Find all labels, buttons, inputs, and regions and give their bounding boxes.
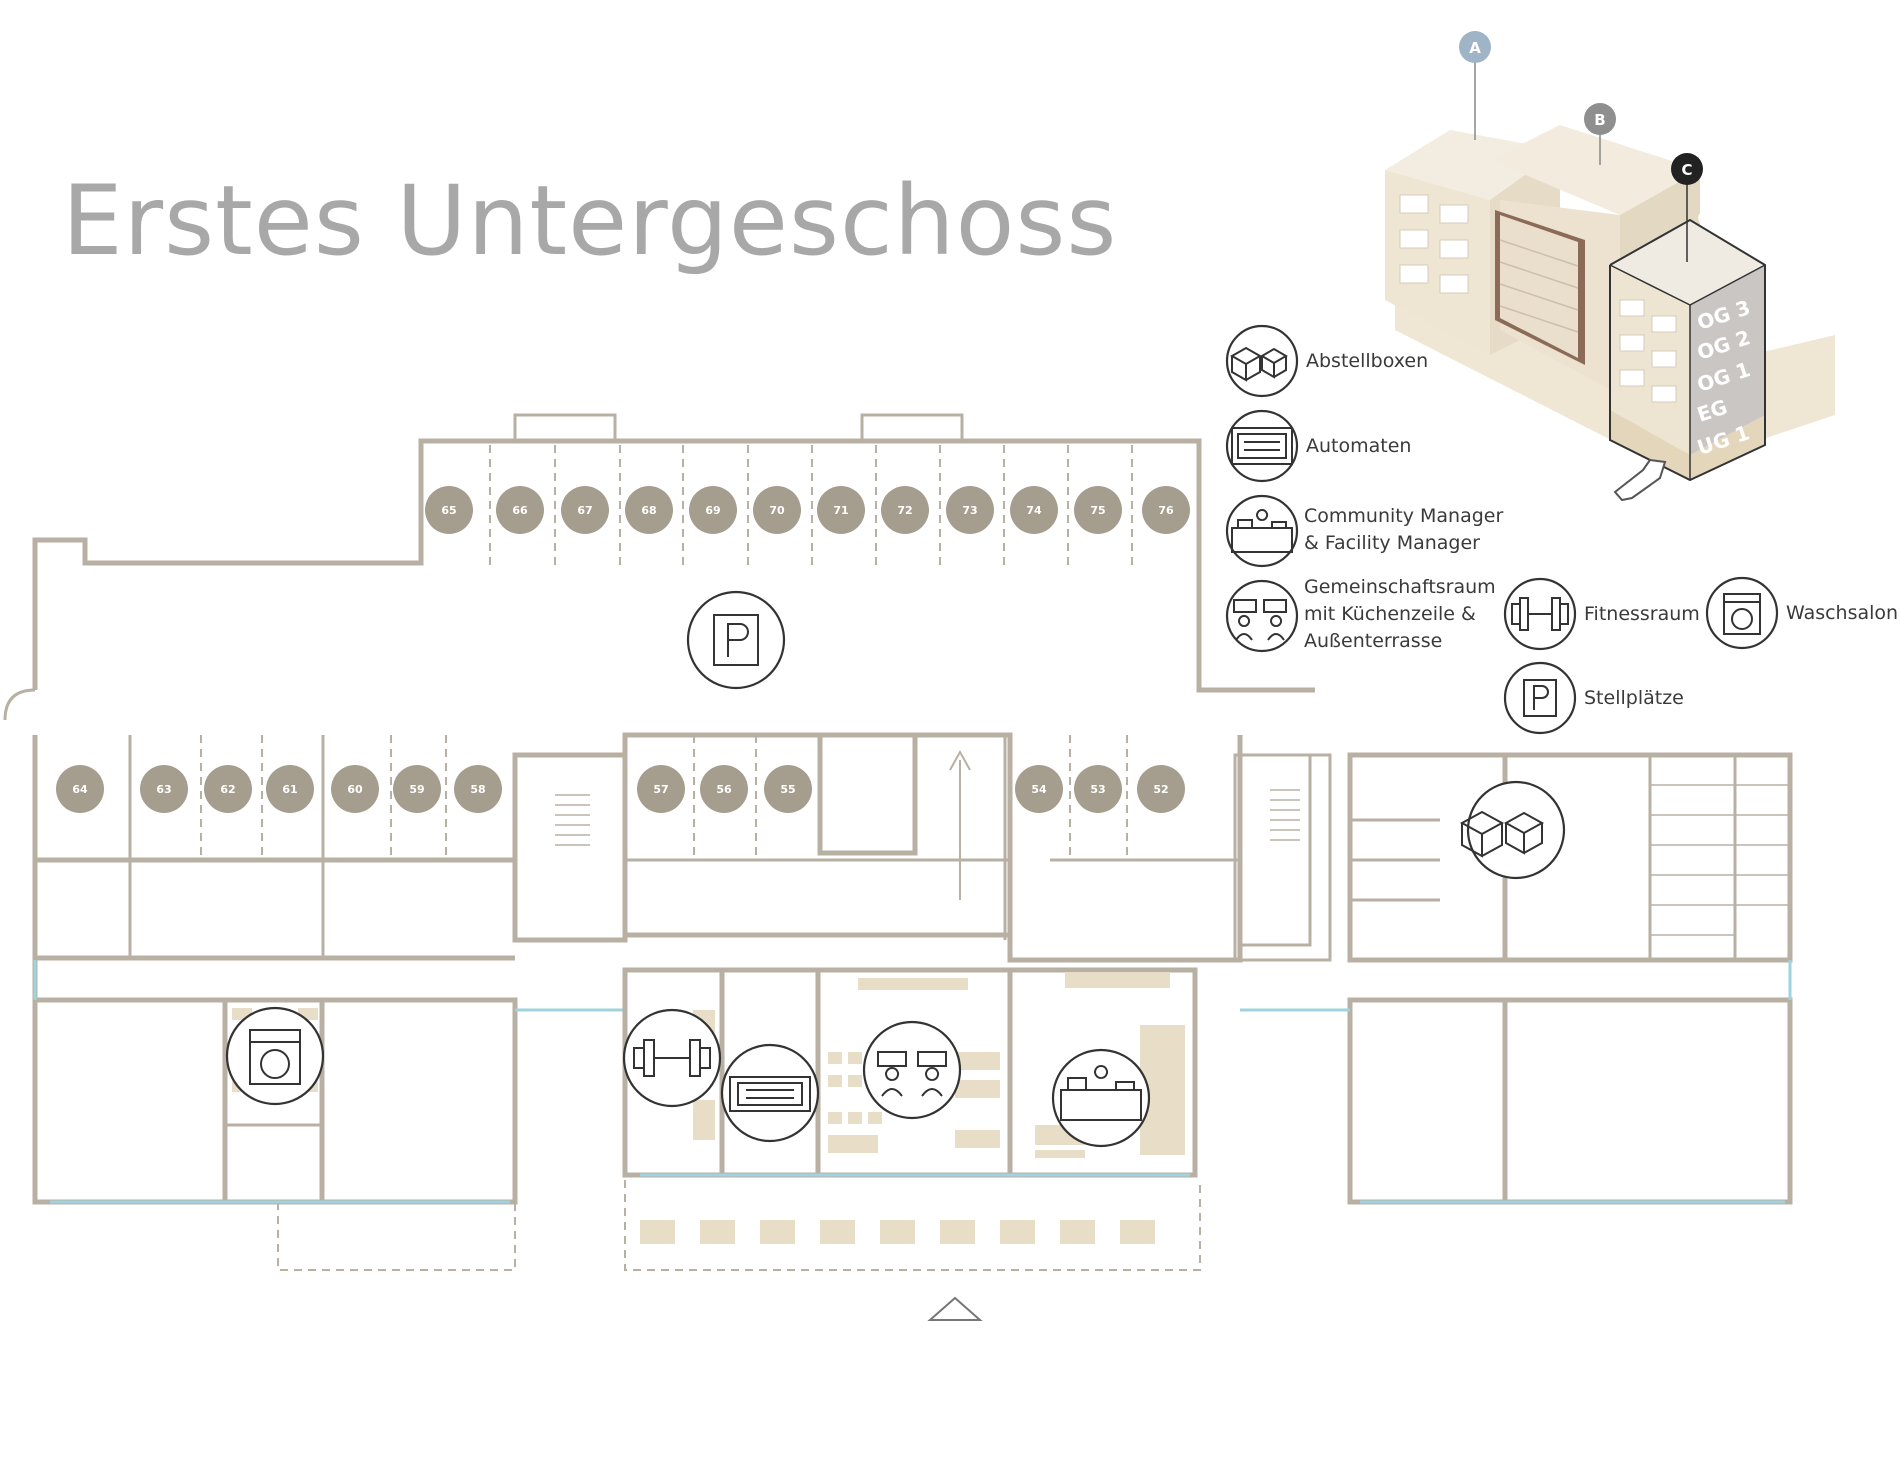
map-icon-parking[interactable] xyxy=(686,590,786,690)
parking-spot[interactable]: 52 xyxy=(1137,765,1185,813)
parking-spot[interactable]: 54 xyxy=(1015,765,1063,813)
parking-spot[interactable]: 56 xyxy=(700,765,748,813)
svg-text:53: 53 xyxy=(1090,783,1105,796)
parking-spot[interactable]: 76 xyxy=(1142,486,1190,534)
legend-item-fitnessraum: Fitnessraum xyxy=(1503,577,1700,651)
svg-text:74: 74 xyxy=(1026,504,1042,517)
svg-text:58: 58 xyxy=(470,783,485,796)
svg-text:52: 52 xyxy=(1153,783,1168,796)
legend-label-waschsalon: Waschsalon xyxy=(1786,602,1898,624)
legend-label-gemeinschaft-1: Gemeinschaftsraum xyxy=(1304,576,1496,598)
map-icon-laundry[interactable] xyxy=(225,1006,325,1106)
parking-spot[interactable]: 75 xyxy=(1074,486,1122,534)
parking-spot[interactable]: 73 xyxy=(946,486,994,534)
legend-label-gemeinschaft-2: mit Küchenzeile & xyxy=(1304,603,1476,625)
svg-text:55: 55 xyxy=(780,783,795,796)
parking-spot[interactable]: 62 xyxy=(204,765,252,813)
parking-spot[interactable]: 65 xyxy=(425,486,473,534)
svg-text:69: 69 xyxy=(705,504,720,517)
svg-text:76: 76 xyxy=(1158,504,1174,517)
svg-text:67: 67 xyxy=(577,504,592,517)
svg-text:66: 66 xyxy=(512,504,528,517)
marker-label-b: B xyxy=(1594,111,1605,129)
parking-spot[interactable]: 55 xyxy=(764,765,812,813)
parking-spot[interactable]: 58 xyxy=(454,765,502,813)
parking-spot[interactable]: 69 xyxy=(689,486,737,534)
legend-item-automaten: Automaten xyxy=(1225,409,1411,483)
map-icon-fitness[interactable] xyxy=(622,1008,722,1108)
parking-spot[interactable]: 66 xyxy=(496,486,544,534)
map-icon-community-room[interactable] xyxy=(862,1020,962,1120)
building-marker-c[interactable] xyxy=(1671,153,1703,185)
svg-text:68: 68 xyxy=(641,504,656,517)
svg-text:73: 73 xyxy=(962,504,977,517)
legend-item-gemeinschaftsraum: Gemeinschaftsraum mit Küchenzeile & Auße… xyxy=(1225,576,1496,653)
legend-item-stellplaetze: Stellplätze xyxy=(1503,661,1684,735)
legend-label-abstellboxen: Abstellboxen xyxy=(1306,350,1428,372)
legend-label-fitnessraum: Fitnessraum xyxy=(1584,603,1700,625)
svg-text:70: 70 xyxy=(769,504,785,517)
parking-spots-top-row: 65 66 67 68 69 70 71 72 73 74 75 76 xyxy=(425,486,1190,534)
svg-text:60: 60 xyxy=(347,783,363,796)
parking-spot[interactable]: 71 xyxy=(817,486,865,534)
marker-label-c: C xyxy=(1681,161,1692,179)
floor-label-og4: OG 4 xyxy=(1694,193,1753,233)
svg-text:62: 62 xyxy=(220,783,235,796)
svg-text:75: 75 xyxy=(1090,504,1105,517)
parking-spot[interactable]: 67 xyxy=(561,486,609,534)
svg-text:65: 65 xyxy=(441,504,456,517)
parking-spot[interactable]: 68 xyxy=(625,486,673,534)
svg-text:61: 61 xyxy=(282,783,297,796)
building-marker-a[interactable] xyxy=(1459,31,1491,63)
svg-text:63: 63 xyxy=(156,783,171,796)
parking-spot[interactable]: 74 xyxy=(1010,486,1058,534)
map-icon-storage[interactable] xyxy=(1459,780,1566,880)
entrance-arrow-icon xyxy=(927,1296,983,1321)
svg-text:57: 57 xyxy=(653,783,668,796)
parking-spot[interactable]: 63 xyxy=(140,765,188,813)
community-room-icon xyxy=(1225,579,1299,653)
washing-machine-icon xyxy=(1705,576,1779,650)
legend-label-stellplaetze: Stellplätze xyxy=(1584,687,1684,709)
building-isometric: OG 4 OG 3 OG 2 OG 1 EG UG 1 A B C xyxy=(1385,31,1835,502)
legend-label-gemeinschaft-3: Außenterrasse xyxy=(1304,630,1442,652)
entrance-arrow-icon xyxy=(1613,458,1667,502)
svg-text:56: 56 xyxy=(716,783,732,796)
parking-spot[interactable]: 53 xyxy=(1074,765,1122,813)
parking-spot[interactable]: 59 xyxy=(393,765,441,813)
parking-spot[interactable]: 57 xyxy=(637,765,685,813)
floor-plan xyxy=(3,413,1793,1321)
map-icon-reception[interactable] xyxy=(1051,1048,1151,1148)
svg-text:72: 72 xyxy=(897,504,912,517)
building-marker-b[interactable] xyxy=(1584,103,1616,135)
legend-item-abstellboxen: Abstellboxen xyxy=(1225,324,1428,398)
map-icon-vending[interactable] xyxy=(720,1043,820,1143)
parking-spot[interactable]: 61 xyxy=(266,765,314,813)
parking-spot[interactable]: 72 xyxy=(881,486,929,534)
legend-item-waschsalon: Waschsalon xyxy=(1705,576,1898,650)
svg-text:64: 64 xyxy=(72,783,88,796)
legend-label-community-2: & Facility Manager xyxy=(1304,532,1480,554)
page-title: Erstes Untergeschoss xyxy=(62,165,1118,277)
marker-label-a: A xyxy=(1469,39,1481,57)
legend-label-community-1: Community Manager xyxy=(1304,505,1503,527)
svg-text:59: 59 xyxy=(409,783,424,796)
parking-spots-bottom-row: 64 63 62 61 60 59 58 57 56 55 54 53 52 xyxy=(56,765,1185,813)
svg-text:54: 54 xyxy=(1031,783,1047,796)
legend-item-community-manager: Community Manager & Facility Manager xyxy=(1225,494,1503,568)
legend: Abstellboxen Automaten Community Manager… xyxy=(1225,324,1898,735)
parking-spot[interactable]: 64 xyxy=(56,765,104,813)
parking-spot[interactable]: 70 xyxy=(753,486,801,534)
reception-desk-icon xyxy=(1225,494,1299,568)
legend-label-automaten: Automaten xyxy=(1306,435,1411,457)
svg-text:71: 71 xyxy=(833,504,848,517)
parking-spot[interactable]: 60 xyxy=(331,765,379,813)
